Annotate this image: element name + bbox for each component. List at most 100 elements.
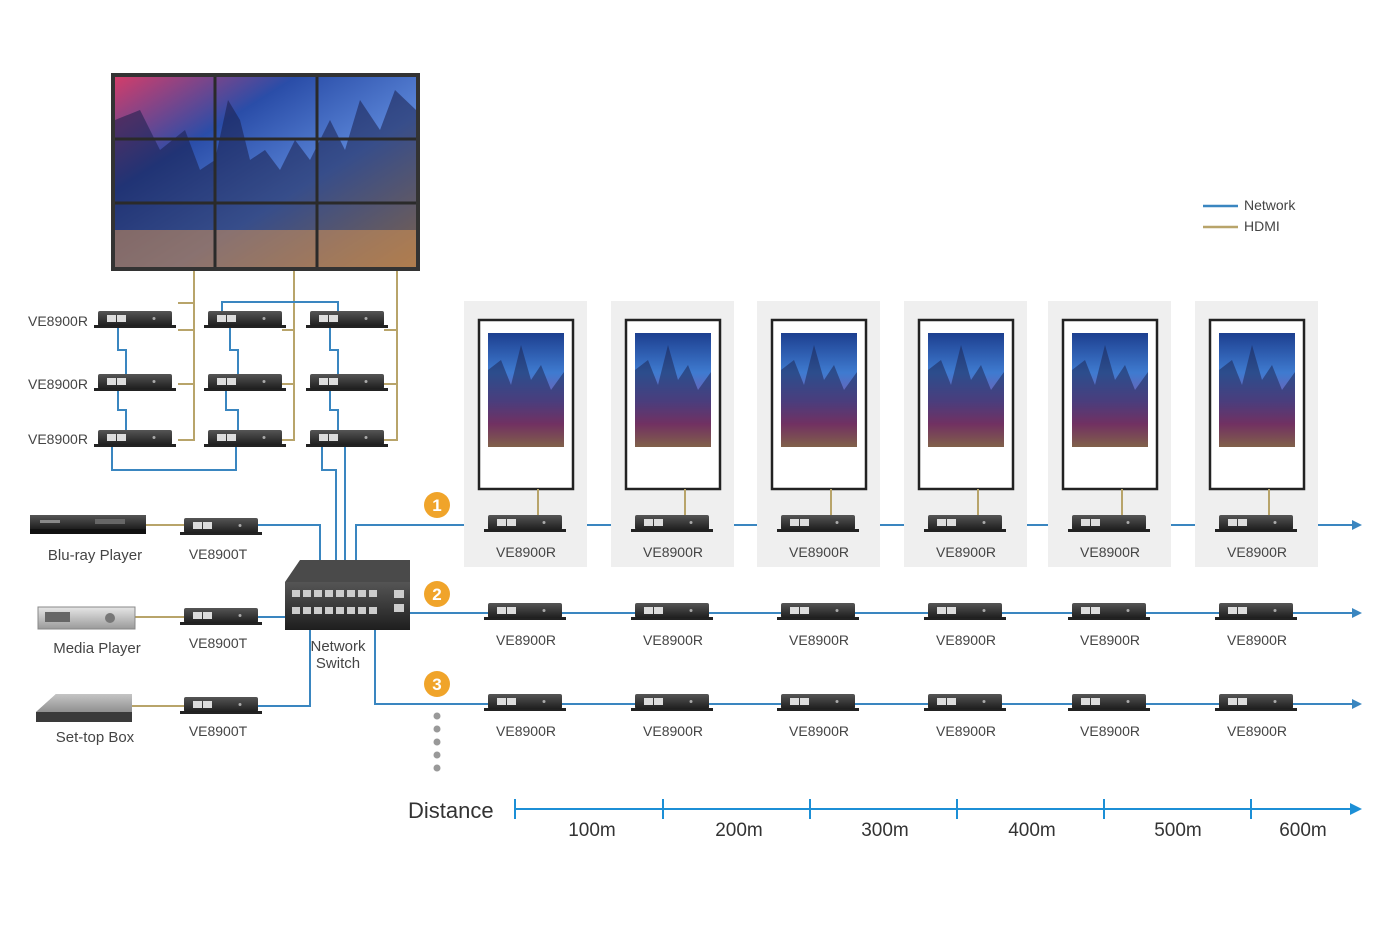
route-receiver-label: VE8900R bbox=[789, 544, 849, 560]
route-receiver-label: VE8900R bbox=[643, 723, 703, 739]
route-receiver-device bbox=[1068, 603, 1150, 620]
route-receiver-device bbox=[1215, 603, 1297, 620]
route-receiver-device bbox=[631, 694, 713, 711]
route-receiver-label: VE8900R bbox=[496, 544, 556, 560]
distance-label: Distance bbox=[408, 798, 494, 823]
route-receiver-device bbox=[1215, 515, 1297, 532]
devices bbox=[94, 311, 1297, 714]
switch-port bbox=[358, 607, 366, 614]
route-badge: 1 bbox=[424, 492, 450, 518]
switch-port bbox=[303, 590, 311, 597]
route-receiver-device bbox=[777, 515, 859, 532]
route-receiver-label: VE8900R bbox=[643, 544, 703, 560]
switch-port bbox=[292, 607, 300, 614]
switch-label-line2: Switch bbox=[316, 655, 360, 672]
switch-port bbox=[394, 604, 404, 612]
route-receiver-device bbox=[924, 515, 1006, 532]
route-receiver-label: VE8900R bbox=[936, 544, 996, 560]
route-receiver-device bbox=[924, 694, 1006, 711]
switch-label-line1: Network bbox=[310, 638, 366, 655]
switch-port bbox=[325, 607, 333, 614]
wall-receiver-label: VE8900R bbox=[28, 313, 88, 329]
transmitter-device bbox=[180, 697, 262, 714]
route-receiver-label: VE8900R bbox=[936, 632, 996, 648]
route-receiver-device bbox=[484, 603, 566, 620]
wall-receiver-device bbox=[306, 374, 388, 391]
route-receiver-labels: VE8900R VE8900R VE8900R VE8900R VE8900R VE890… bbox=[496, 544, 1287, 739]
portrait-display bbox=[1195, 301, 1318, 567]
switch-port bbox=[369, 590, 377, 597]
source-label: Media Player bbox=[53, 640, 141, 657]
route-badge-number: 3 bbox=[432, 675, 441, 694]
portrait-display bbox=[611, 301, 734, 567]
switch-port bbox=[314, 590, 322, 597]
route-badge: 2 bbox=[424, 581, 450, 607]
switch-port bbox=[336, 590, 344, 597]
route-receiver-device bbox=[1068, 694, 1150, 711]
legend: Network HDMI bbox=[1203, 197, 1296, 234]
wall-receiver-device bbox=[204, 311, 286, 328]
switch-port bbox=[303, 607, 311, 614]
route-receiver-label: VE8900R bbox=[789, 723, 849, 739]
route-receiver-label: VE8900R bbox=[1080, 544, 1140, 560]
route-receiver-device bbox=[924, 603, 1006, 620]
route-receiver-device bbox=[484, 515, 566, 532]
portrait-display bbox=[1048, 301, 1171, 567]
route-receiver-label: VE8900R bbox=[936, 723, 996, 739]
route-receiver-device bbox=[631, 515, 713, 532]
display-panels bbox=[464, 301, 1318, 567]
wall-receiver-device bbox=[94, 311, 176, 328]
more-routes-ellipsis bbox=[433, 712, 441, 772]
route-receiver-label: VE8900R bbox=[1227, 632, 1287, 648]
transmitter-device bbox=[180, 608, 262, 625]
route-receiver-device bbox=[631, 603, 713, 620]
source-label: Blu-ray Player bbox=[48, 547, 142, 564]
transmitter-device bbox=[180, 518, 262, 535]
route-receiver-device bbox=[1215, 694, 1297, 711]
switch-port bbox=[347, 607, 355, 614]
transmitter-label: VE8900T bbox=[189, 635, 248, 651]
legend-hdmi-label: HDMI bbox=[1244, 218, 1280, 234]
distance-tick-label: 400m bbox=[1008, 820, 1056, 841]
route-badge-number: 1 bbox=[432, 496, 441, 515]
wall-hdmi-links bbox=[178, 271, 398, 441]
distance-tick-label: 300m bbox=[861, 820, 909, 841]
route-badge: 3 bbox=[424, 671, 450, 697]
switch-port bbox=[358, 590, 366, 597]
wall-receiver-device bbox=[306, 430, 388, 447]
switch-port bbox=[347, 590, 355, 597]
route-receiver-label: VE8900R bbox=[1080, 723, 1140, 739]
route-receiver-label: VE8900R bbox=[496, 632, 556, 648]
video-wall bbox=[111, 73, 420, 271]
wall-receiver-label: VE8900R bbox=[28, 431, 88, 447]
distance-tick-label: 500m bbox=[1154, 820, 1202, 841]
switch-port bbox=[369, 607, 377, 614]
legend-network-label: Network bbox=[1244, 197, 1296, 213]
switch-port bbox=[394, 590, 404, 598]
route-receiver-device bbox=[1068, 515, 1150, 532]
switch-port bbox=[336, 607, 344, 614]
route-receiver-label: VE8900R bbox=[1227, 723, 1287, 739]
route-badges: 1 2 3 bbox=[424, 492, 450, 697]
switch-port bbox=[292, 590, 300, 597]
route-badge-number: 2 bbox=[432, 585, 441, 604]
wall-receiver-device bbox=[306, 311, 388, 328]
set-top-box-icon bbox=[36, 694, 132, 722]
transmitter-label: VE8900T bbox=[189, 546, 248, 562]
transmitter-label: VE8900T bbox=[189, 723, 248, 739]
route-receiver-label: VE8900R bbox=[1227, 544, 1287, 560]
wall-receiver-device bbox=[94, 374, 176, 391]
switch-port bbox=[314, 607, 322, 614]
distance-tick-label: 100m bbox=[568, 820, 616, 841]
distance-tick-label: 200m bbox=[715, 820, 763, 841]
wall-receiver-device bbox=[94, 430, 176, 447]
route-receiver-label: VE8900R bbox=[643, 632, 703, 648]
distance-tick-label: 600m bbox=[1279, 820, 1327, 841]
route-receiver-label: VE8900R bbox=[496, 723, 556, 739]
route-receiver-device bbox=[777, 694, 859, 711]
source-label: Set-top Box bbox=[56, 729, 135, 746]
route-receiver-label: VE8900R bbox=[789, 632, 849, 648]
wall-receiver-device bbox=[204, 430, 286, 447]
